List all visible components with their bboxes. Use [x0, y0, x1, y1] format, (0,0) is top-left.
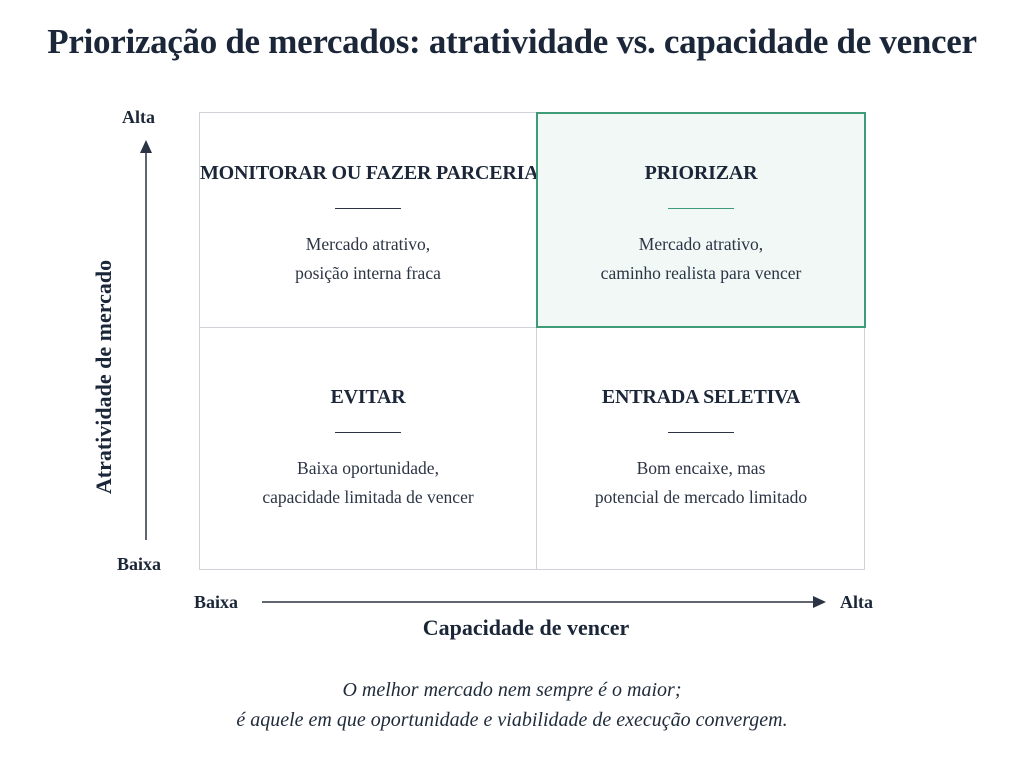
y-axis-high-label: Alta	[122, 107, 155, 127]
quadrant-desc-line: Mercado atrativo,	[305, 234, 431, 254]
quadrant-title: ENTRADA SELETIVA	[601, 386, 801, 408]
quadrant-desc-line: Baixa oportunidade,	[297, 458, 439, 478]
quadrant-desc-line: capacidade limitada de vencer	[262, 487, 474, 507]
x-axis-high-label: Alta	[840, 592, 873, 612]
y-axis-low-label: Baixa	[117, 554, 162, 574]
quadrant-title: PRIORIZAR	[644, 162, 758, 184]
footer-line: é aquele em que oportunidade e viabilida…	[236, 709, 788, 731]
quadrant-desc-line: caminho realista para vencer	[600, 263, 802, 283]
x-axis-arrowhead	[813, 596, 826, 608]
quadrant-rule	[335, 208, 401, 209]
quadrant-desc-line: Mercado atrativo,	[638, 234, 764, 254]
quadrant-title: MONITORAR OU FAZER PARCERIA	[200, 162, 539, 184]
footer-note: O melhor mercado nem sempre é o maior; é…	[0, 675, 1024, 735]
quadrant-desc-line: posição interna fraca	[295, 263, 441, 283]
y-axis-title: Atratividade de mercado	[91, 259, 116, 495]
quadrant-selective-entry: ENTRADA SELETIVA Bom encaixe, mas potenc…	[537, 328, 865, 570]
quadrant-description: Mercado atrativo, posição interna fraca	[200, 230, 536, 288]
x-axis-title: Capacidade de vencer	[422, 615, 630, 640]
quadrant-rule	[668, 432, 734, 433]
footer-line: O melhor mercado nem sempre é o maior;	[342, 679, 682, 701]
quadrant-avoid: EVITAR Baixa oportunidade, capacidade li…	[200, 328, 536, 570]
matrix-vertical-divider	[536, 113, 537, 569]
quadrant-monitor-partner: MONITORAR OU FAZER PARCERIA Mercado atra…	[200, 113, 539, 327]
x-axis-low-label: Baixa	[194, 592, 239, 612]
quadrant-rule	[335, 432, 401, 433]
quadrant-description: Bom encaixe, mas potencial de mercado li…	[537, 454, 865, 512]
quadrant-description: Baixa oportunidade, capacidade limitada …	[200, 454, 536, 512]
quadrant-prioritize: PRIORIZAR Mercado atrativo, caminho real…	[536, 112, 866, 328]
quadrant-desc-line: Bom encaixe, mas	[636, 458, 766, 478]
priority-matrix: MONITORAR OU FAZER PARCERIA Mercado atra…	[199, 112, 866, 570]
quadrant-desc-line: potencial de mercado limitado	[594, 487, 808, 507]
quadrant-rule	[668, 208, 734, 209]
page-title: Priorização de mercados: atratividade vs…	[47, 22, 977, 61]
matrix-horizontal-divider	[200, 327, 864, 328]
y-axis-arrowhead	[140, 140, 152, 153]
quadrant-description: Mercado atrativo, caminho realista para …	[538, 230, 864, 288]
quadrant-title: EVITAR	[330, 386, 406, 408]
